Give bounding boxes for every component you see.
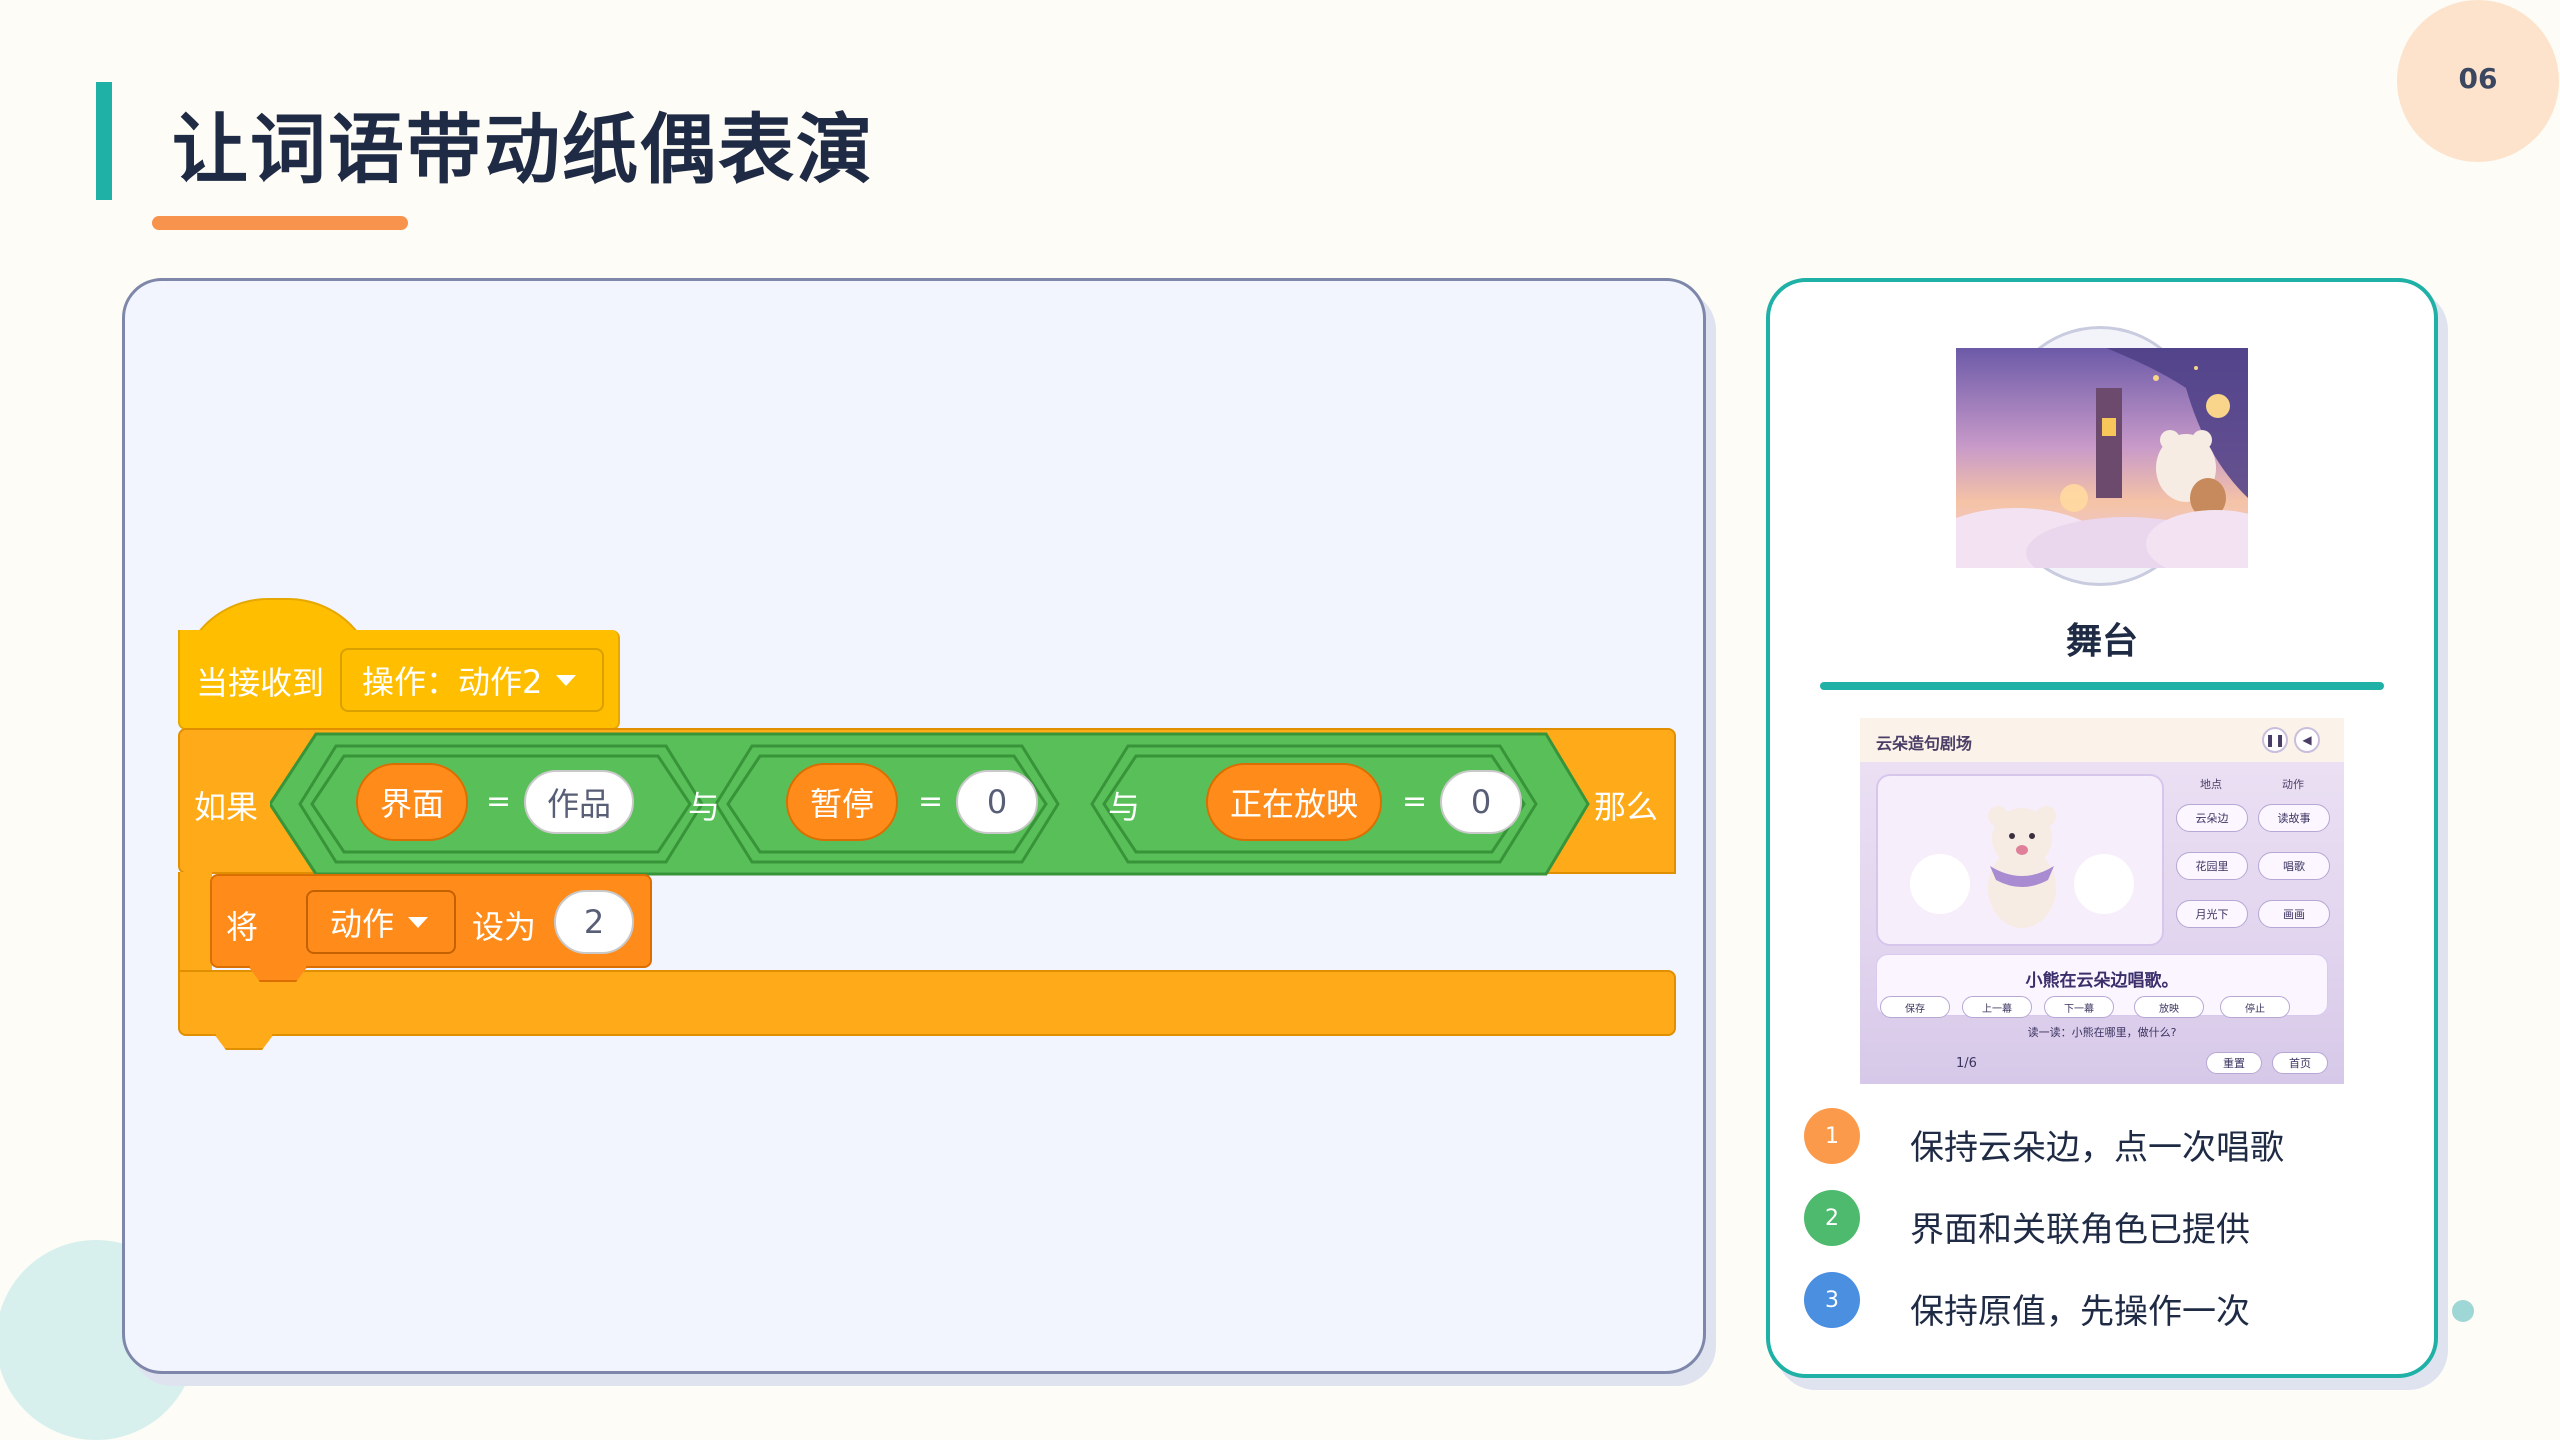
- caret-down-icon: [408, 916, 429, 928]
- bear-illustration: [1910, 806, 2134, 928]
- condition-3-value[interactable]: 0: [1440, 770, 1522, 834]
- if-label: 如果: [194, 788, 259, 826]
- home-button[interactable]: 首页: [2272, 1052, 2328, 1074]
- then-label: 那么: [1594, 788, 1659, 826]
- place-column-label: 地点: [2200, 778, 2222, 791]
- equals-sign: =: [918, 784, 944, 819]
- action-column-label: 动作: [2282, 778, 2304, 791]
- preview-title: 云朵造句剧场: [1876, 734, 1973, 753]
- speaker-icon[interactable]: ◀: [2294, 727, 2320, 753]
- hat-block-label: 当接收到: [196, 664, 325, 702]
- condition-1-value[interactable]: 作品: [524, 770, 634, 834]
- broadcast-message-dropdown[interactable]: 操作：动作2: [340, 648, 604, 712]
- page-title: 让词语带动纸偶表演: [172, 105, 874, 194]
- next-scene-button[interactable]: 下一幕: [2044, 996, 2114, 1018]
- stage-label: 舞台: [2065, 621, 2138, 662]
- condition-2-variable[interactable]: 暂停: [786, 763, 898, 841]
- set-label: 将: [226, 908, 259, 946]
- tip-2-text: 界面和关联角色已提供: [1910, 1210, 2250, 1250]
- preview-stage: [1876, 774, 2164, 946]
- caret-down-icon: [556, 674, 577, 686]
- save-button[interactable]: 保存: [1880, 996, 1950, 1018]
- tip-3-badge: 3: [1804, 1272, 1860, 1328]
- tip-3-text: 保持原值，先操作一次: [1910, 1292, 2250, 1332]
- action-button-sing[interactable]: 唱歌: [2258, 852, 2330, 880]
- and-label: 与: [688, 788, 721, 826]
- divider: [1820, 682, 2384, 690]
- condition-1-variable[interactable]: 界面: [356, 763, 468, 841]
- stop-button[interactable]: 停止: [2220, 996, 2290, 1018]
- preview-sentence: 小熊在云朵边唱歌。: [2025, 971, 2179, 991]
- variable-name: 动作: [330, 905, 395, 943]
- page-indicator: 1/6: [1956, 1056, 1977, 1071]
- tip-2-badge: 2: [1804, 1190, 1860, 1246]
- stage-thumbnail[interactable]: [1956, 348, 2248, 568]
- and-label: 与: [1108, 788, 1141, 826]
- tip-1-badge: 1: [1804, 1108, 1860, 1164]
- preview-question: 读一读：小熊在哪里，做什么?: [2027, 1026, 2177, 1039]
- equals-sign: =: [1402, 784, 1428, 819]
- set-value-input[interactable]: 2: [554, 890, 634, 954]
- place-button-garden[interactable]: 花园里: [2176, 852, 2248, 880]
- equals-sign: =: [486, 784, 512, 819]
- reset-button[interactable]: 重置: [2206, 1052, 2262, 1074]
- page-number: 06: [2458, 62, 2498, 95]
- action-button-draw[interactable]: 画画: [2258, 900, 2330, 928]
- broadcast-message-value: 操作：动作2: [362, 663, 543, 701]
- tip-1-text: 保持云朵边，点一次唱歌: [1910, 1128, 2284, 1168]
- condition-2-value[interactable]: 0: [956, 770, 1038, 834]
- decorative-circle-top-right: [2397, 0, 2559, 162]
- pause-icon[interactable]: ❚❚: [2262, 727, 2288, 753]
- variable-dropdown[interactable]: 动作: [306, 890, 456, 954]
- place-button-moonlight[interactable]: 月光下: [2176, 900, 2248, 928]
- to-label: 设为: [472, 908, 537, 946]
- if-block-arm: [178, 872, 212, 972]
- stage-backdrop-illustration: [1956, 348, 2248, 568]
- program-preview: 云朵造句剧场 ❚❚ ◀ 地点 动作 云朵边 花园里 月光下 读故事 唱歌 画画 …: [1860, 718, 2344, 1084]
- title-underline: [152, 216, 408, 230]
- if-block-bottom: [178, 970, 1676, 1036]
- place-button-cloud[interactable]: 云朵边: [2176, 804, 2248, 832]
- decorative-dot: [2452, 1300, 2474, 1322]
- play-button[interactable]: 放映: [2134, 996, 2204, 1018]
- title-accent-bar: [96, 82, 112, 200]
- previous-scene-button[interactable]: 上一幕: [1962, 996, 2032, 1018]
- action-button-story[interactable]: 读故事: [2258, 804, 2330, 832]
- condition-3-variable[interactable]: 正在放映: [1206, 763, 1382, 841]
